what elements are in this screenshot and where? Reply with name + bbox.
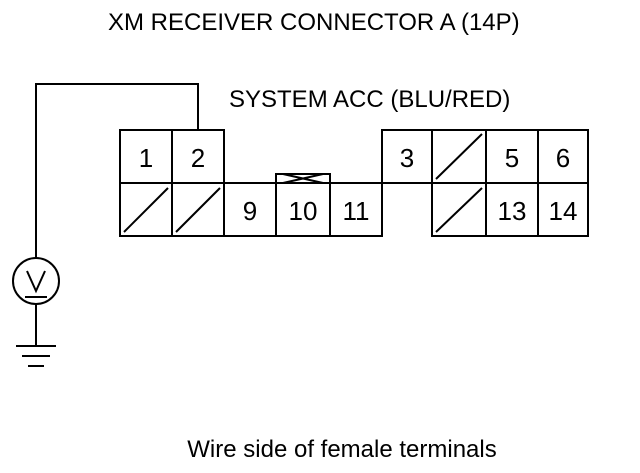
terminal-5-label: 5 — [505, 143, 519, 173]
empty-cavity-slash — [175, 187, 221, 233]
diagram-title: XM RECEIVER CONNECTOR A (14P) — [108, 9, 520, 36]
terminal-9-label: 9 — [243, 196, 257, 226]
terminal-11-label: 11 — [343, 196, 370, 226]
terminal-1-label: 1 — [139, 143, 153, 173]
terminal-14-label: 14 — [549, 196, 578, 226]
wire-label: SYSTEM ACC (BLU/RED) — [229, 86, 510, 113]
ground-icon — [16, 345, 56, 367]
diagram-caption: Wire side of female terminals — [187, 436, 496, 463]
connector-lock-tab — [275, 173, 331, 184]
terminal-6-label: 6 — [556, 143, 570, 173]
empty-cavity-slash — [435, 133, 483, 180]
voltmeter-icon — [12, 257, 60, 305]
terminal-10-label: 10 — [289, 196, 318, 226]
empty-cavity-slash — [435, 187, 483, 233]
terminal-13-label: 13 — [498, 196, 527, 226]
probe-wire — [35, 83, 199, 258]
connector-outline — [12, 83, 589, 367]
terminal-2-label: 2 — [191, 143, 205, 173]
terminal-3-label: 3 — [400, 143, 414, 173]
empty-cavity-slash — [123, 187, 169, 233]
